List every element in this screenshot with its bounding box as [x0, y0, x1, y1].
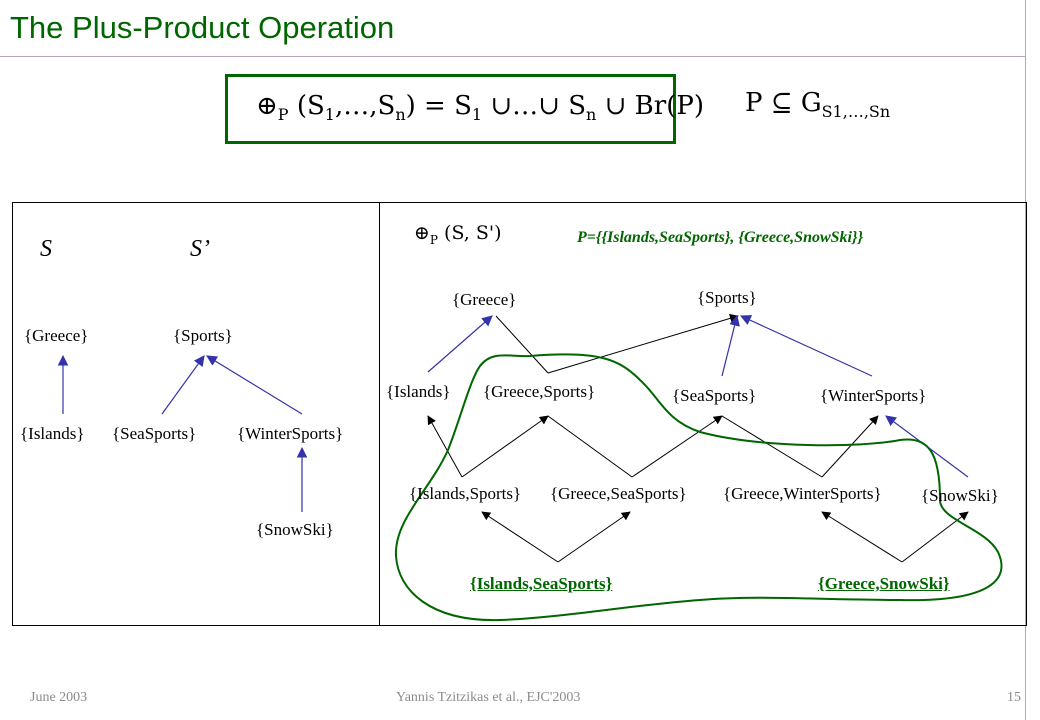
right-args: (S, S') — [444, 222, 502, 244]
right-node-islands: {Islands} — [386, 382, 451, 401]
formula-sub-p: P — [277, 105, 289, 125]
edge-wintersports-sports-r — [740, 315, 873, 377]
footer-page-number: 15 — [1007, 690, 1021, 705]
right-sub-p: P — [429, 232, 438, 247]
right-node-greece-wintersports: {Greece,WinterSports} — [723, 484, 882, 503]
right-oplus-symbol: ⊕ — [414, 222, 430, 244]
subset-p: P — [745, 88, 763, 118]
formula-lhs-sub-1: 1 — [324, 105, 335, 125]
right-node-islands-sports: {Islands,Sports} — [409, 484, 522, 503]
edge-seasports-sports-r — [721, 314, 740, 377]
subset-g: ⊆ G — [762, 88, 822, 118]
edge-gsk-gws — [821, 511, 903, 563]
right-panel — [379, 202, 1027, 626]
subset-sub: S1,…,Sn — [821, 102, 891, 122]
title-divider — [0, 56, 1025, 57]
right-node-greece-snowski: {Greece,SnowSki} — [818, 574, 950, 593]
edge-gs-sports — [547, 314, 739, 374]
right-node-seasports: {SeaSports} — [672, 386, 757, 405]
subset-formula: P ⊆ GS1,…,Sn — [745, 88, 890, 121]
edge-iss-is — [481, 511, 559, 563]
right-node-wintersports: {WinterSports} — [820, 386, 927, 405]
edge-iss-gss — [557, 511, 631, 563]
edge-gs-greece — [495, 315, 549, 374]
formula-rhs-end: ∪ Br(P) — [596, 91, 704, 121]
edge-gss-gs — [547, 415, 633, 478]
oplus-symbol: ⊕ — [256, 91, 278, 121]
left-node-sports: {Sports} — [173, 326, 233, 345]
right-node-sports: {Sports} — [697, 288, 757, 307]
edge-is-gs — [461, 415, 549, 478]
edge-is-islands — [427, 415, 463, 478]
edge-gss-seasports — [631, 415, 723, 478]
formula-rhs-mid: ∪…∪ S — [482, 91, 587, 121]
plus-product-formula: ⊕P (S1,…,Sn) = S1 ∪…∪ Sn ∪ Br(P) — [256, 91, 704, 124]
edge-wintersports-sports — [206, 355, 303, 415]
left-s-prime-label: S’ — [190, 236, 210, 262]
left-node-greece: {Greece} — [24, 326, 89, 345]
edge-gws-wintersports — [821, 415, 879, 478]
edge-gws-seasports — [721, 415, 823, 478]
formula-lhs-sub-n: n — [395, 105, 406, 125]
footer-date: June 2003 — [30, 690, 88, 705]
formula-rhs: ) = S — [405, 91, 472, 121]
edge-gsk-snowski — [901, 511, 969, 563]
right-node-snowski: {SnowSki} — [921, 486, 999, 505]
left-node-seasports: {SeaSports} — [112, 424, 197, 443]
right-node-greece: {Greece} — [452, 290, 517, 309]
formula-lhs-dots: ,…,S — [334, 91, 396, 121]
p-set-definition: P={{Islands,SeaSports}, {Greece,SnowSki}… — [577, 229, 864, 246]
right-margin-divider — [1025, 0, 1026, 720]
footer-author: Yannis Tzitzikas et al., EJC'2003 — [396, 690, 581, 705]
right-node-islands-seasports: {Islands,SeaSports} — [470, 574, 613, 593]
edge-islands-greece-r — [427, 315, 493, 373]
left-node-islands: {Islands} — [20, 424, 85, 443]
formula-lhs: (S — [296, 91, 325, 121]
edge-seasports-sports — [161, 355, 205, 415]
left-node-wintersports: {WinterSports} — [237, 424, 344, 443]
right-node-greece-sports: {Greece,Sports} — [483, 382, 596, 401]
right-plus-product-heading: ⊕P (S, S') — [414, 222, 502, 247]
left-s-label: S — [40, 236, 52, 262]
slide-title: The Plus-Product Operation — [10, 10, 395, 45]
formula-rhs-sub-1: 1 — [471, 105, 483, 125]
branch-region-curve — [394, 353, 1003, 622]
formula-box: ⊕P (S1,…,Sn) = S1 ∪…∪ Sn ∪ Br(P) — [225, 74, 704, 144]
left-node-snowski: {SnowSki} — [256, 520, 334, 539]
formula-rhs-sub-n: n — [586, 105, 597, 125]
right-node-greece-seasports: {Greece,SeaSports} — [550, 484, 687, 503]
